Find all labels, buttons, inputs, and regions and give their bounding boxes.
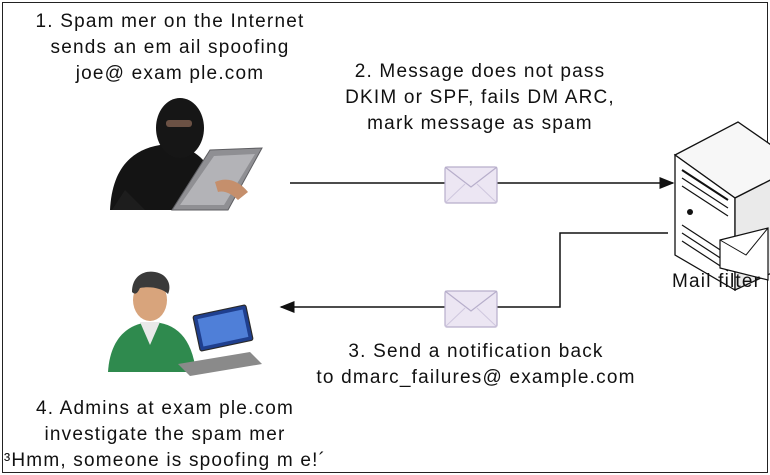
spammer-icon — [110, 98, 263, 211]
envelope-icon — [444, 166, 498, 204]
step-2-line: DKIM or SPF, fails DM ARC, — [345, 87, 615, 108]
step-2-line: mark message as spam — [367, 113, 593, 134]
step-4-line: 4. Admins at exam ple.com — [35, 398, 295, 419]
step-2-line: 2. Message does not pass — [354, 61, 606, 82]
step-4-text: 4. Admins at exam ple.com investigate th… — [0, 396, 330, 474]
step-1-line: joe@ exam ple.com — [75, 63, 265, 84]
step-3-text: 3. Send a notification back to dmarc_fai… — [296, 339, 656, 391]
step-3-line: to dmarc_failures@ example.com — [316, 367, 636, 388]
admin-user-icon — [108, 271, 262, 376]
step-1-line: 1. Spam mer on the Internet — [35, 11, 305, 32]
step-2-text: 2. Message does not pass DKIM or SPF, fa… — [320, 59, 640, 137]
step-3-line: 3. Send a notification back — [348, 341, 604, 362]
step-1-text: 1. Spam mer on the Internet sends an em … — [10, 9, 330, 87]
step-4-line: investigate the spam mer — [44, 424, 286, 445]
mail-server-icon — [673, 121, 770, 292]
step-1-line: sends an em ail spoofing — [50, 37, 290, 58]
envelope-icon — [444, 290, 498, 328]
step-4-line: ³Hmm, someone is spoofing m e!´ — [3, 450, 327, 471]
mail-filter-label: Mail filter — [672, 271, 762, 292]
notification-flow-arrow — [279, 232, 668, 313]
